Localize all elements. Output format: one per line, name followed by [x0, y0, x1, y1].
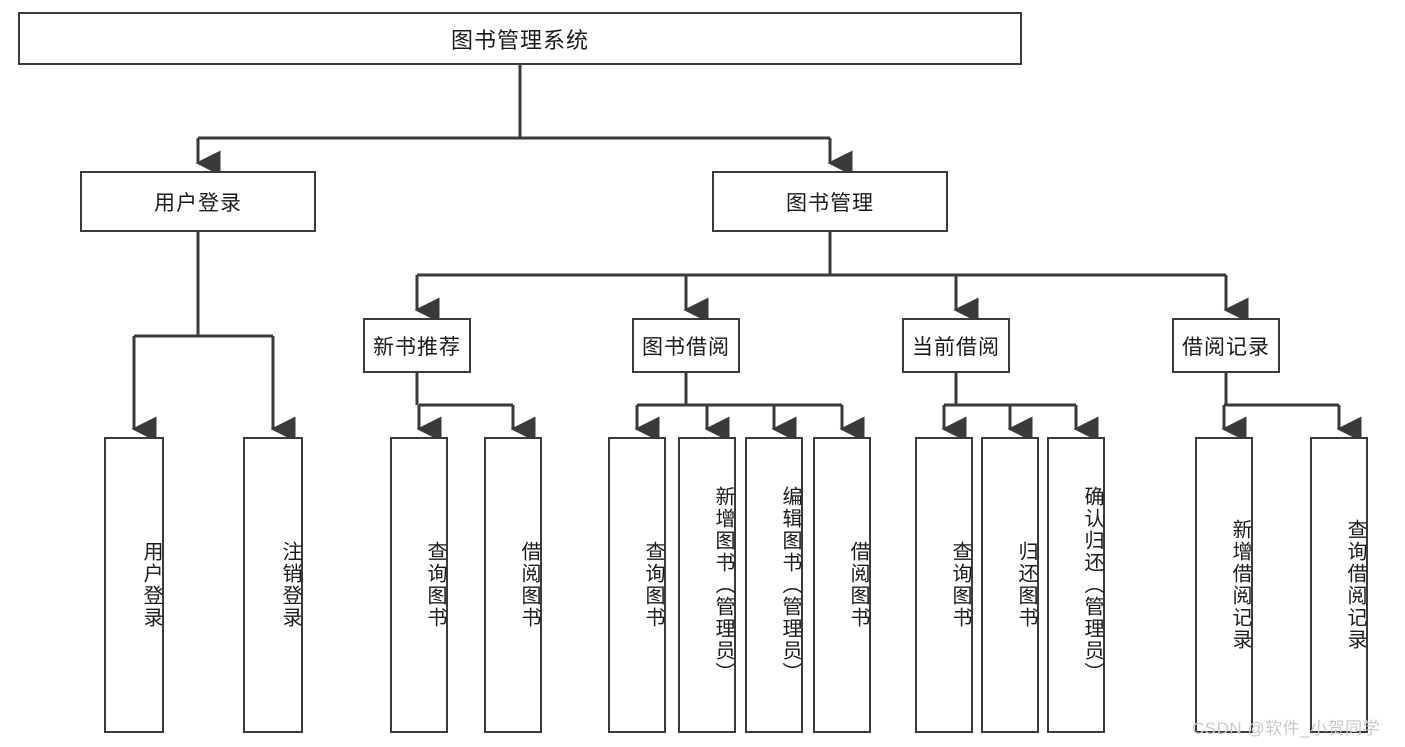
leaf-add-borrow-record[interactable]: 新增借阅记录 [1195, 437, 1253, 733]
edge-group-new-books [415, 373, 536, 442]
leaf-label: 新增图书（管理员） [712, 486, 734, 684]
leaf-borrow-books[interactable]: 借阅图书 [813, 437, 871, 733]
leaf-label: 查询图书 [642, 541, 664, 629]
leaf-borrow-books-new[interactable]: 借阅图书 [484, 437, 542, 733]
leaf-label: 借阅图书 [847, 541, 869, 629]
leaf-logout[interactable]: 注销登录 [243, 437, 303, 733]
edge-group-records [1221, 373, 1362, 442]
leaf-add-book-admin[interactable]: 新增图书（管理员） [678, 437, 736, 733]
leaf-confirm-return-admin[interactable]: 确认归还（管理员） [1047, 437, 1105, 733]
edge-group-borrow [634, 373, 865, 442]
edge-group-user-login [131, 232, 296, 442]
leaf-label: 注销登录 [279, 541, 301, 629]
node-root-system[interactable]: 图书管理系统 [18, 12, 1022, 65]
node-new-book-recommendation[interactable]: 新书推荐 [363, 318, 471, 373]
leaf-label: 编辑图书（管理员） [779, 486, 801, 684]
watermark-text: CSDN @软件_小贺同学 [1192, 719, 1381, 738]
leaf-query-books-current[interactable]: 查询图书 [915, 437, 973, 733]
leaf-label: 查询图书 [949, 541, 971, 629]
node-book-management[interactable]: 图书管理 [712, 171, 948, 232]
node-book-borrowing[interactable]: 图书借阅 [632, 318, 740, 373]
leaf-query-borrow-record[interactable]: 查询借阅记录 [1310, 437, 1368, 733]
leaf-query-books-borrow[interactable]: 查询图书 [608, 437, 666, 733]
node-borrowing-records[interactable]: 借阅记录 [1172, 318, 1280, 373]
leaf-return-books[interactable]: 归还图书 [981, 437, 1039, 733]
leaf-label: 查询图书 [424, 541, 446, 629]
edge-group-book-mgmt [414, 232, 1249, 323]
leaf-label: 新增借阅记录 [1229, 519, 1251, 651]
node-user-login[interactable]: 用户登录 [80, 171, 316, 232]
leaf-user-login[interactable]: 用户登录 [104, 437, 164, 733]
leaf-edit-book-admin[interactable]: 编辑图书（管理员） [745, 437, 803, 733]
leaf-query-books-new[interactable]: 查询图书 [390, 437, 448, 733]
edge-group-root [195, 65, 853, 176]
leaf-label: 查询借阅记录 [1344, 519, 1366, 651]
leaf-label: 借阅图书 [518, 541, 540, 629]
leaf-label: 归还图书 [1015, 541, 1037, 629]
edge-group-current-borrow [941, 373, 1099, 442]
leaf-label: 确认归还（管理员） [1081, 486, 1103, 684]
node-current-borrowing[interactable]: 当前借阅 [902, 318, 1010, 373]
leaf-label: 用户登录 [140, 541, 162, 629]
